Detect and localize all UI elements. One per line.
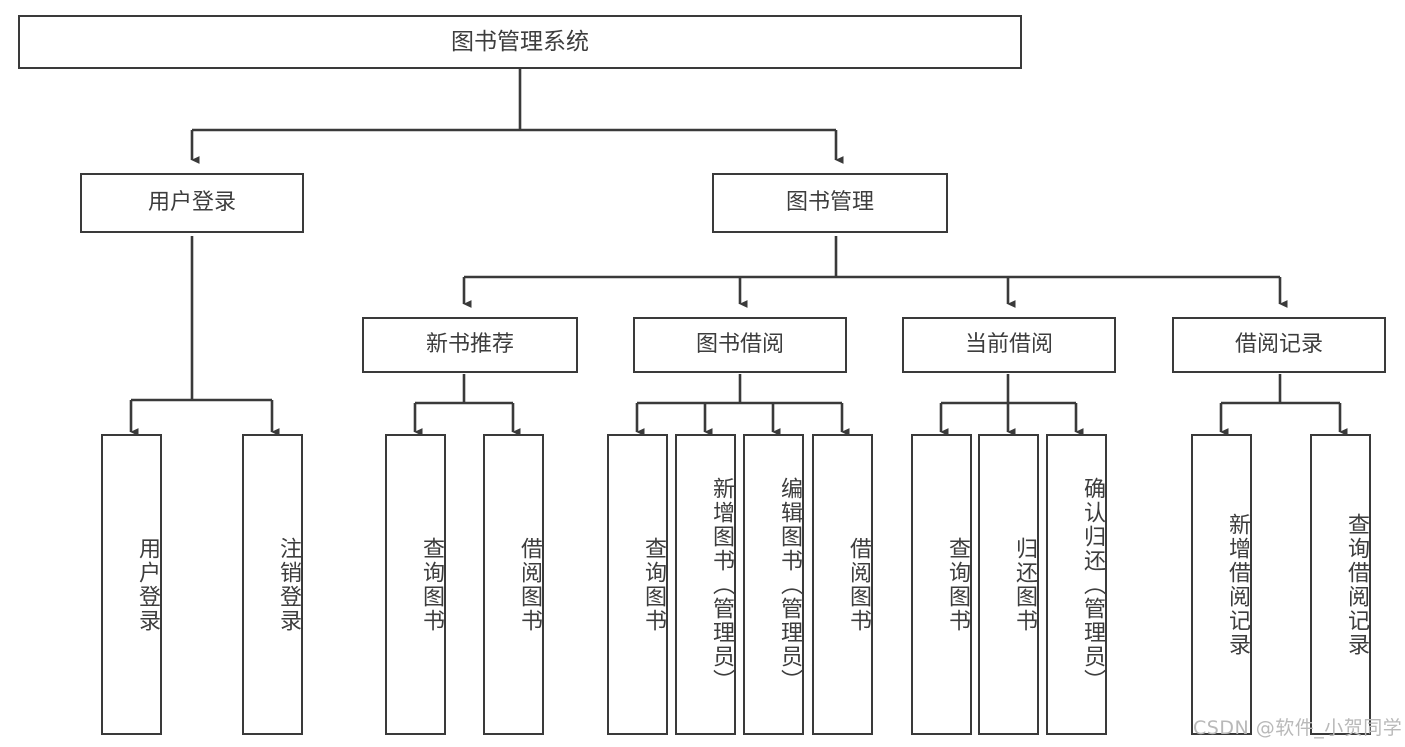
node-label: 查询图书 [945,536,970,633]
node-label: 查询借阅记录 [1344,512,1369,657]
node-book-management[interactable]: 图书管理 [712,173,948,233]
leaf-borrow-book-recommend[interactable]: 借阅图书 [483,434,544,735]
leaf-user-login[interactable]: 用户登录 [101,434,162,735]
leaf-query-book-recommend[interactable]: 查询图书 [385,434,446,735]
leaf-query-borrow-record[interactable]: 查询借阅记录 [1310,434,1371,735]
leaf-query-book-current[interactable]: 查询图书 [911,434,972,735]
node-label: 图书管理 [785,190,874,216]
node-label: 确认归还（管理员） [1080,476,1105,693]
node-root-book-management-system[interactable]: 图书管理系统 [18,15,1022,69]
node-label: 借阅图书 [846,536,871,633]
node-borrow-record[interactable]: 借阅记录 [1172,317,1386,373]
node-user-login[interactable]: 用户登录 [80,173,304,233]
node-label: 查询图书 [641,536,666,633]
node-label: 图书管理系统 [451,28,589,55]
node-label: 借阅图书 [517,536,542,633]
leaf-borrow-book[interactable]: 借阅图书 [812,434,873,735]
node-label: 用户登录 [147,190,236,216]
leaf-logout-login[interactable]: 注销登录 [242,434,303,735]
node-label: 用户登录 [135,536,160,633]
leaf-query-book-borrow[interactable]: 查询图书 [607,434,668,735]
node-label: 借阅记录 [1234,332,1323,358]
leaf-edit-book-admin[interactable]: 编辑图书（管理员） [743,434,804,735]
leaf-return-book[interactable]: 归还图书 [978,434,1039,735]
leaf-add-book-admin[interactable]: 新增图书（管理员） [675,434,736,735]
node-current-borrow[interactable]: 当前借阅 [902,317,1116,373]
node-label: 新书推荐 [425,332,514,358]
node-book-borrow[interactable]: 图书借阅 [633,317,847,373]
node-label: 当前借阅 [964,332,1053,358]
node-label: 注销登录 [276,536,301,633]
csdn-watermark: CSDN @软件_小贺同学 [1193,717,1403,739]
node-label: 编辑图书（管理员） [777,476,802,693]
node-label: 图书借阅 [695,332,784,358]
node-label: 新增图书（管理员） [709,476,734,693]
node-label: 新增借阅记录 [1225,512,1250,657]
node-label: 查询图书 [419,536,444,633]
leaf-add-borrow-record[interactable]: 新增借阅记录 [1191,434,1252,735]
node-new-book-recommend[interactable]: 新书推荐 [362,317,578,373]
node-label: 归还图书 [1012,536,1037,633]
leaf-confirm-return-admin[interactable]: 确认归还（管理员） [1046,434,1107,735]
